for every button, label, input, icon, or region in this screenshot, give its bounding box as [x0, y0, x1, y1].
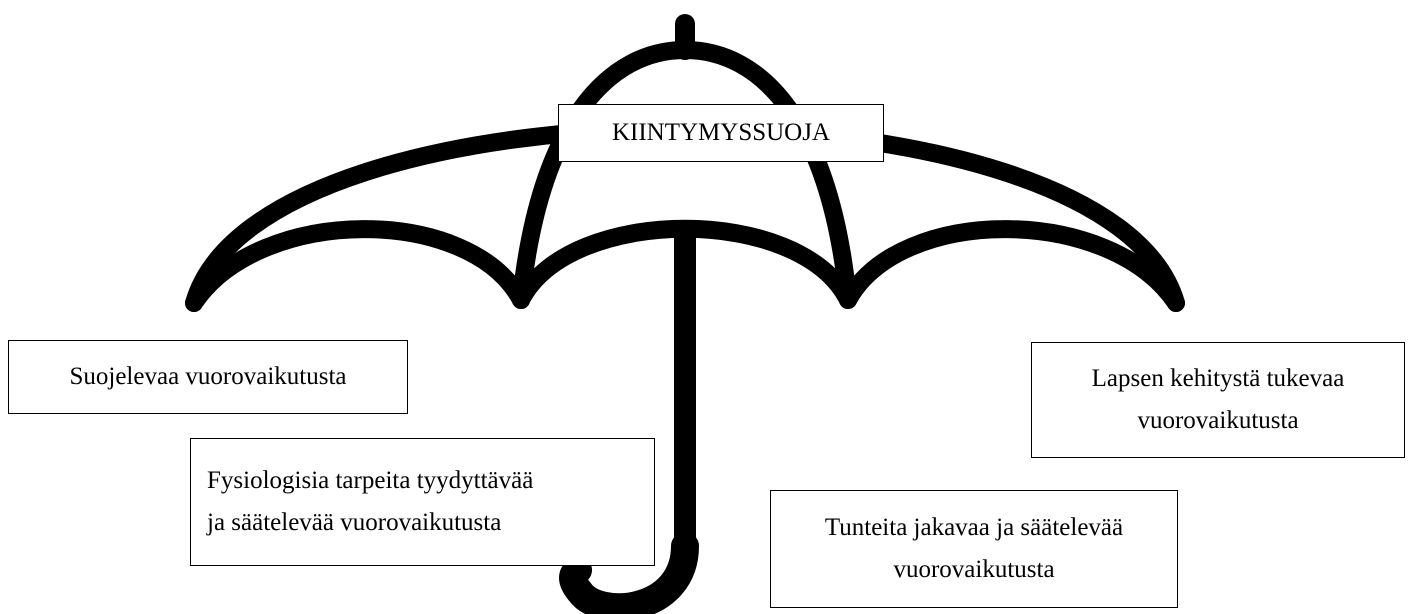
emotion-interaction-line-2: vuorovaikutusta [893, 556, 1055, 583]
umbrella-scallop-3 [839, 220, 1185, 312]
development-interaction-box: Lapsen kehitystä tukevaa vuorovaikutusta [1031, 342, 1405, 458]
development-interaction-line-2: vuorovaikutusta [1137, 407, 1299, 434]
umbrella-handle [559, 532, 699, 614]
physiological-interaction-line-1: Fysiologisia tarpeita tyydyttävää [207, 467, 534, 494]
physiological-interaction-line-2: ja säätelevää vuorovaikutusta [207, 509, 502, 536]
center-label-box: KIINTYMYSSUOJA [558, 104, 884, 162]
protective-interaction-label: Suojelevaa vuorovaikutusta [69, 363, 347, 390]
physiological-interaction-box: Fysiologisia tarpeita tyydyttävää ja sää… [190, 438, 655, 566]
center-label: KIINTYMYSSUOJA [611, 119, 831, 146]
development-interaction-line-1: Lapsen kehitystä tukevaa [1091, 365, 1345, 392]
umbrella-scallop-1 [185, 220, 530, 312]
emotion-interaction-line-1: Tunteita jakavaa ja säätelevää [824, 514, 1124, 541]
protective-interaction-box: Suojelevaa vuorovaikutusta [8, 340, 408, 414]
emotion-interaction-box: Tunteita jakavaa ja säätelevää vuorovaik… [770, 490, 1178, 608]
